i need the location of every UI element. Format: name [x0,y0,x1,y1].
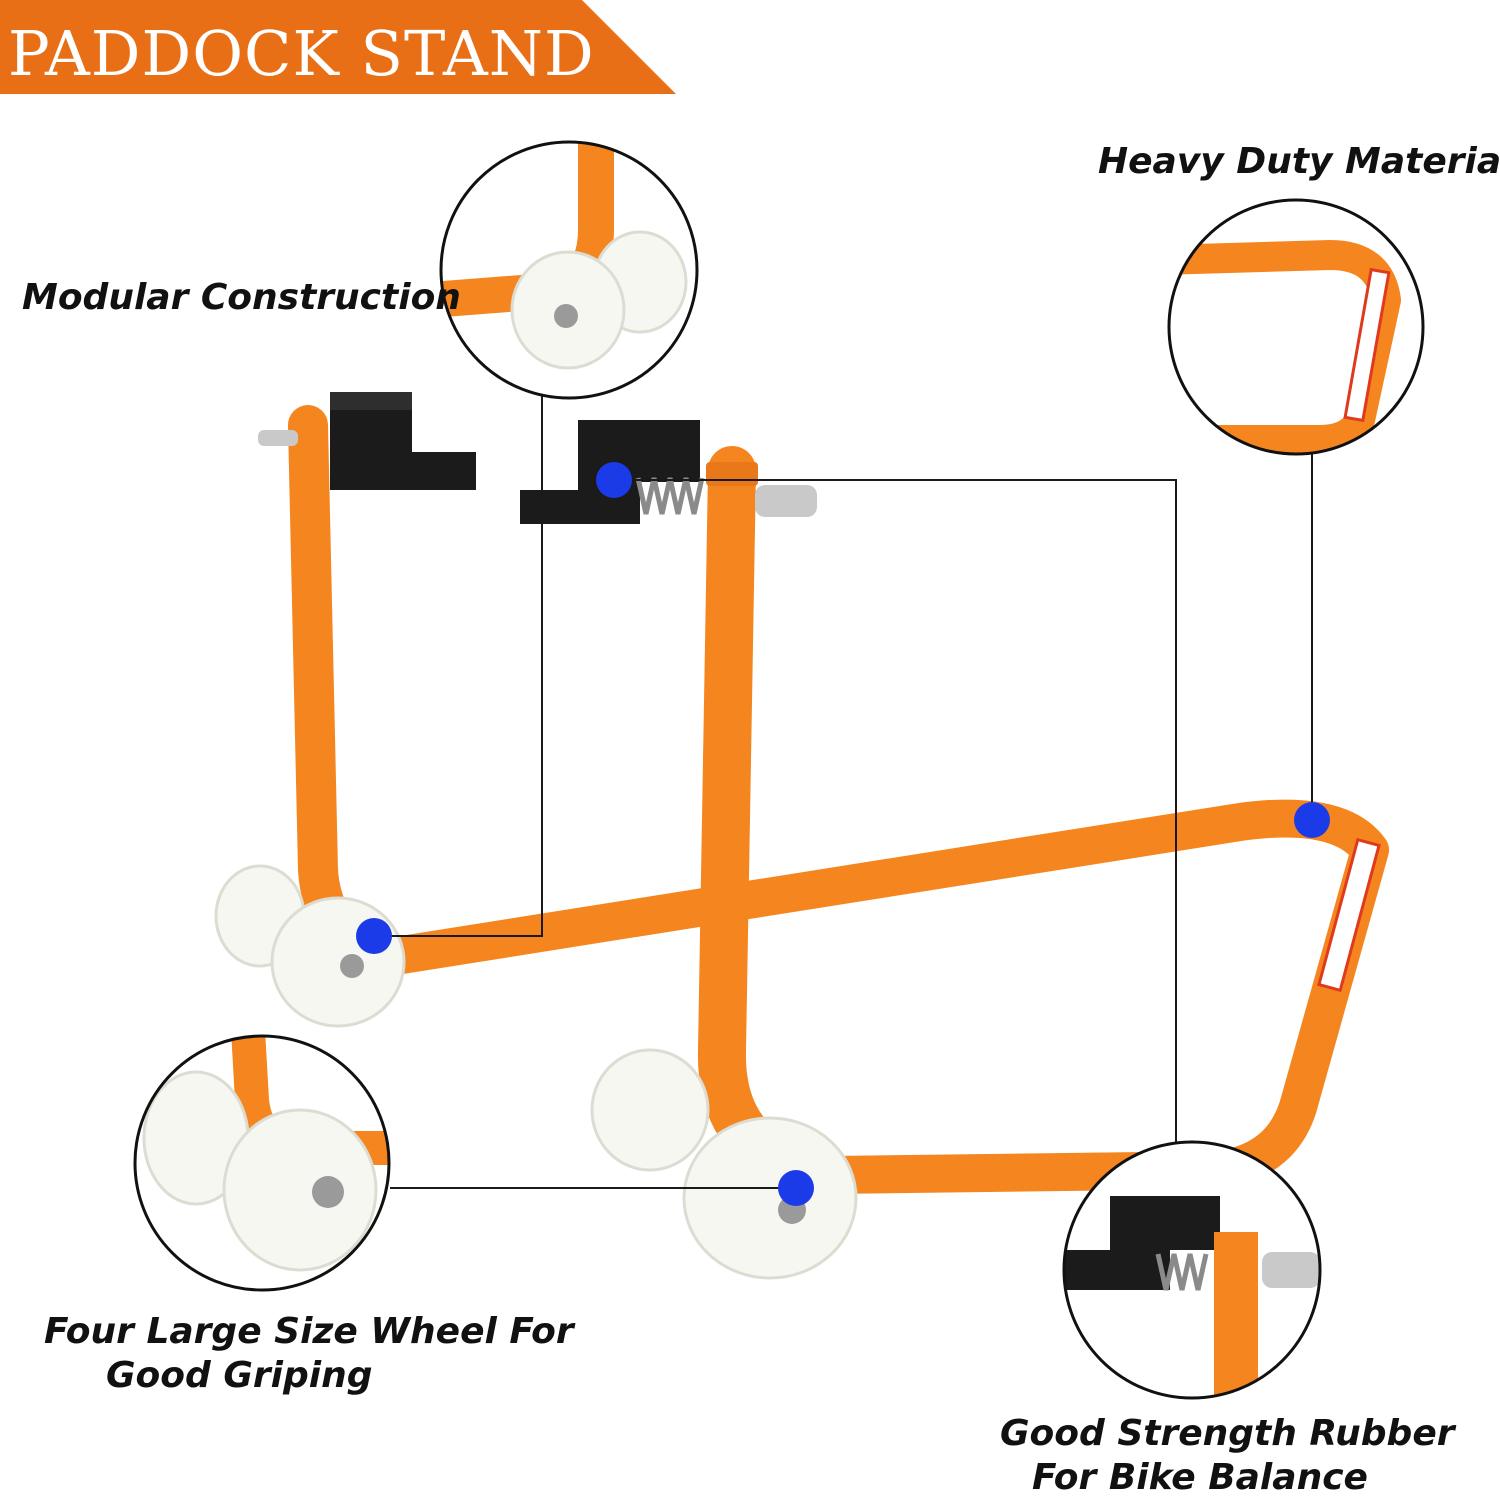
detail-circle-wheel [133,1034,391,1292]
label-modular-construction: Modular Construction [22,277,461,318]
stand-left-upright [288,405,400,975]
rubber-block-left [330,392,476,490]
marker-heavy [1294,802,1330,838]
callout-line-rubber [614,479,1177,1142]
banner-shape [0,0,676,94]
label-rubber-line-1: Good Strength Rubber [1000,1413,1455,1454]
callout-lines [374,396,1313,1189]
marker-rubber [596,462,632,498]
marker-wheel [778,1170,814,1206]
label-heavy-duty-material: Heavy Duty Material [1098,141,1500,182]
detail-circle-rubber [1062,1140,1322,1400]
brand-sticker [1317,837,1381,993]
title-banner: PADDOCK STAND [0,0,676,94]
callout-markers [356,462,1330,1206]
detail-circle-heavy [1167,198,1425,456]
label-wheel-line-1: Four Large Size Wheel For [44,1311,574,1352]
stand-base-rail [351,799,1389,1194]
callout-line-modular [374,396,543,937]
label-rubber-line-2: For Bike Balance [1032,1457,1368,1498]
wheel-right-back [590,1048,710,1172]
wheel-left-front [270,896,406,1028]
label-four-large-wheels: Four Large Size Wheel For Good Griping [44,1310,574,1398]
wheel-right-front [682,1116,858,1280]
locking-pin [755,485,817,517]
marker-modular [356,918,392,954]
banner-title: PADDOCK STAND [8,17,595,90]
right-upright-cap [706,462,758,486]
stand-right-upright [697,446,804,1184]
label-good-strength-rubber: Good Strength Rubber For Bike Balance [1000,1412,1454,1500]
label-wheel-line-2: Good Griping [106,1355,373,1396]
detail-circle-modular [439,140,699,400]
spring [635,477,705,515]
